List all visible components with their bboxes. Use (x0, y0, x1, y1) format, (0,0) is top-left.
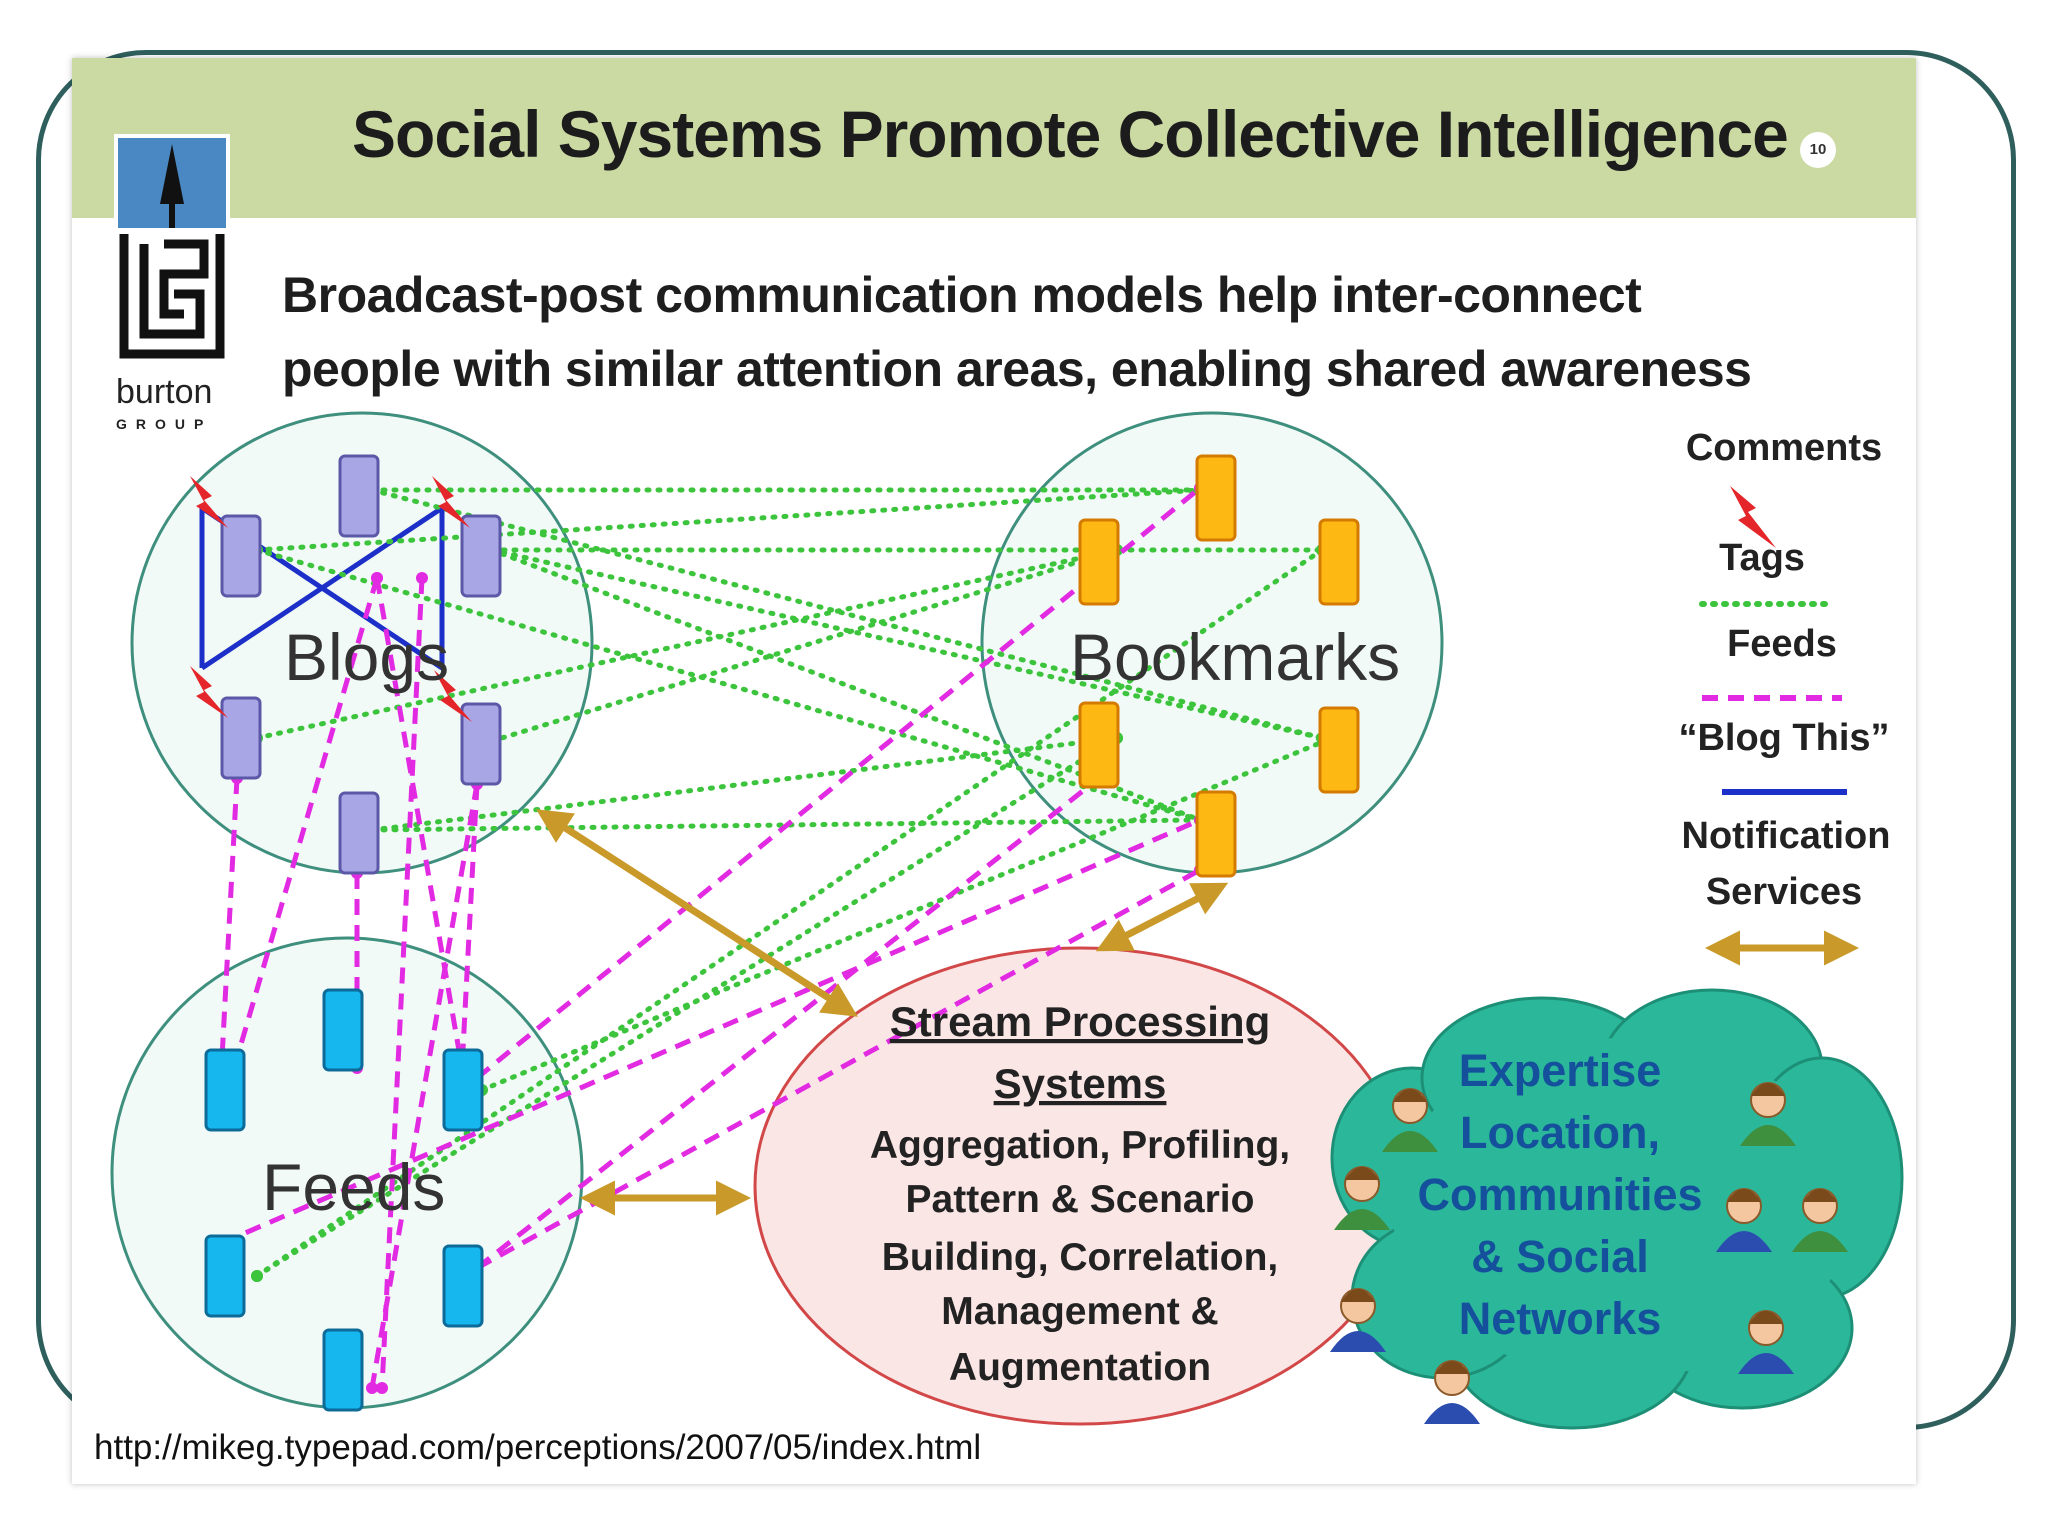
connector-line (479, 735, 1335, 1093)
person-icon (1738, 1310, 1794, 1374)
subtitle-line-2: people with similar attention areas, ena… (282, 341, 1752, 397)
source-url: http://mikeg.typepad.com/perceptions/200… (94, 1428, 982, 1467)
person-icon (1740, 1082, 1796, 1146)
subtitle: Broadcast-post communication models help… (282, 258, 1752, 406)
people-icons (1330, 1082, 1848, 1424)
person-icon (1334, 1166, 1390, 1230)
stream-body-2: Pattern & Scenario (906, 1178, 1255, 1221)
logo-wordmark: burton GROUP (116, 375, 213, 438)
logo-word: burton (116, 373, 213, 411)
person-icon (1716, 1188, 1772, 1252)
feeds-label: Feeds (262, 1150, 445, 1224)
connector-line (379, 577, 425, 1389)
slide-title: Social Systems Promote Collective Intell… (352, 97, 1789, 171)
page-number: 10 (1800, 132, 1836, 168)
title-banner (72, 58, 1916, 218)
connector-dot (371, 572, 383, 584)
blog-this-links (199, 505, 445, 671)
stream-title-line-1: Stream Processing (890, 998, 1271, 1045)
connector-line (254, 547, 1203, 823)
expertise-line-4: & Social (1471, 1231, 1649, 1282)
person-icon (1424, 1360, 1480, 1424)
blog-documents (220, 454, 502, 875)
connector-line (374, 577, 465, 1069)
blogs-label: Blogs (284, 620, 449, 694)
expertise-line-5: Networks (1459, 1293, 1662, 1344)
connector-line (221, 817, 1201, 1246)
legend-notification-2: Services (1706, 871, 1862, 913)
legend-comments: Comments (1686, 427, 1882, 469)
person-icon (1382, 1088, 1438, 1152)
expertise-cloud (1330, 988, 1904, 1430)
stream-body-4: Management & (941, 1290, 1218, 1333)
connector-dot (251, 1270, 263, 1282)
notification-arrows (536, 809, 1859, 1216)
slide: Social Systems Promote Collective Intell… (72, 58, 1916, 1484)
legend-comment-bolt-icon (1730, 486, 1776, 548)
legend-notification-1: Notification (1682, 815, 1891, 857)
expertise-line-3: Communities (1417, 1169, 1702, 1220)
connector-line (489, 547, 1120, 744)
burton-group-logo-icon (114, 134, 230, 364)
subtitle-line-1: Broadcast-post communication models help… (282, 267, 1642, 323)
legend-feeds: Feeds (1727, 623, 1837, 665)
legend-blog-this: “Blog This” (1678, 717, 1889, 759)
connector-dot (416, 572, 428, 584)
connector-line (254, 487, 1203, 553)
diagram: Blogs Bookmarks Feeds Stream Processing … (110, 411, 1904, 1430)
feed-documents (204, 988, 484, 1412)
connector-line (369, 735, 1120, 833)
logo-sub: GROUP (116, 416, 213, 432)
stream-body-3: Building, Correlation, (882, 1236, 1279, 1279)
connector-dot (376, 1382, 388, 1394)
stream-title-line-2: Systems (994, 1060, 1167, 1107)
stream-body-5: Augmentation (949, 1346, 1211, 1389)
connector-dot (366, 1382, 378, 1394)
expertise-line-1: Expertise (1459, 1045, 1662, 1096)
connector-line (489, 547, 1325, 741)
connector-line (459, 783, 480, 1069)
connector-line (369, 487, 1325, 741)
person-icon (1792, 1188, 1848, 1252)
connector-line (219, 777, 240, 1059)
expertise-line-2: Location, (1460, 1107, 1660, 1158)
bookmark-documents (1078, 454, 1360, 878)
person-icon (1330, 1288, 1386, 1352)
connector-line (234, 577, 380, 1059)
stream-body-1: Aggregation, Profiling, (870, 1124, 1290, 1167)
comment-bolts (190, 476, 472, 722)
legend-tags: Tags (1719, 537, 1805, 579)
bookmarks-label: Bookmarks (1070, 620, 1400, 694)
